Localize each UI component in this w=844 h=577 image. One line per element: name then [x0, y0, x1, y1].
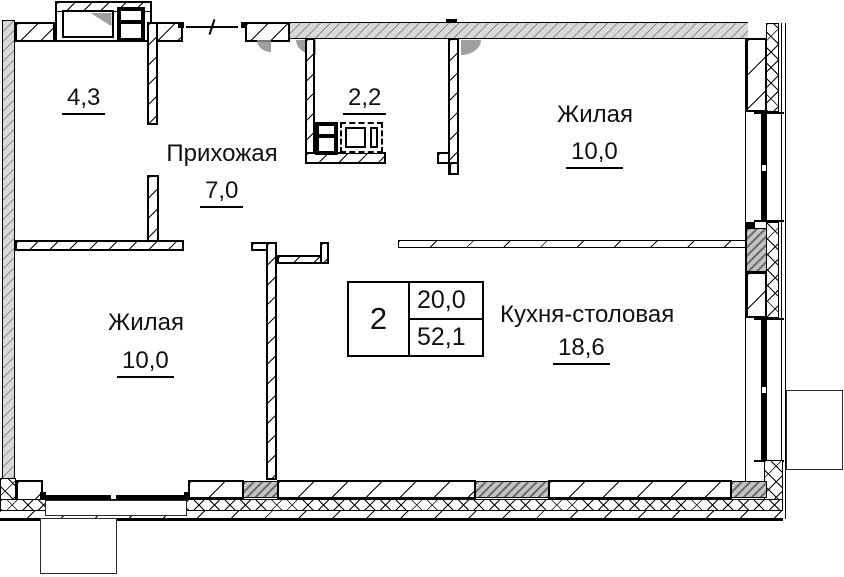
- wall-cap-a: [178, 22, 184, 28]
- wall-cap-b: [241, 22, 247, 28]
- wall-hall-living-notch: [449, 162, 459, 175]
- washing-machine-icon: [340, 122, 383, 153]
- window1-notch: [762, 165, 766, 171]
- spec-living-area: 20,0: [410, 283, 482, 320]
- wall-bottom-seg-c: [277, 480, 476, 499]
- wall-wc-left: [305, 38, 315, 164]
- kitchen-name-label: Кухня-столовая: [500, 301, 675, 328]
- wall-hall-pier: [147, 175, 159, 250]
- window1-sill-top: [754, 112, 784, 114]
- wc-sink-top: [319, 126, 334, 134]
- wall-bottom-seg-d: [475, 481, 549, 498]
- wc-area-label: 2,2: [343, 84, 387, 115]
- facade-line-right: [781, 23, 786, 519]
- window2-notch: [762, 387, 766, 393]
- hallway-name-label: Прихожая: [166, 140, 278, 167]
- pilaster-mid-cap-top: [746, 222, 755, 228]
- wc-sink-icon: [315, 122, 338, 155]
- wall-top-tick: [446, 19, 457, 23]
- pilaster-top-right: [746, 38, 767, 112]
- bathtub-slope: [90, 13, 112, 27]
- pilaster-mid-white: [746, 272, 767, 318]
- living-bottom-area-label: 10,0: [117, 347, 174, 378]
- wall-bottom-seg-f: [731, 481, 767, 498]
- wall-bottom-band-x: [0, 499, 783, 511]
- wall-bathroom-right: [147, 22, 158, 125]
- wall-right-inner-line: [745, 38, 747, 481]
- toilet-cistern: [121, 11, 141, 20]
- window1-sill-bottom: [754, 220, 784, 222]
- window2-sill-top: [754, 318, 784, 320]
- window-bottom-cap-right: [184, 492, 190, 501]
- wall-bottom-band-c: [0, 511, 783, 519]
- wall-right-xhatch-mid: [766, 222, 779, 318]
- wall-top-exterior: [290, 22, 748, 39]
- pilaster-mid-gray: [746, 228, 767, 272]
- hallway-area-label: 7,0: [200, 177, 244, 208]
- wall-bottom-seg-b: [243, 481, 278, 498]
- corner-wedge-3: [461, 40, 481, 55]
- window-bottom-notch: [111, 495, 116, 499]
- wall-top-pier: [245, 22, 290, 42]
- wall-top-stub-b: [152, 22, 183, 42]
- corner-wedge-1: [257, 40, 271, 52]
- kitchen-area-label: 18,6: [553, 334, 610, 365]
- living-bottom-name-label: Жилая: [108, 309, 184, 336]
- washer-body: [345, 127, 366, 148]
- toilet-icon: [117, 7, 145, 42]
- spec-total-area: 52,1: [417, 323, 466, 351]
- wall-right-xhatch-top: [766, 23, 779, 112]
- wall-mid-horizontal: [15, 240, 184, 251]
- balcony-right: [786, 390, 843, 470]
- wall-hall-living-foot: [437, 152, 450, 164]
- bathroom-area-label: 4,3: [62, 84, 106, 115]
- bathtub-icon: [62, 10, 114, 38]
- wc-sink-bottom: [319, 138, 334, 151]
- living-top-name-label: Жилая: [557, 101, 633, 128]
- wall-wc-bottom: [305, 152, 386, 164]
- balcony-threshold-left: [45, 500, 187, 516]
- shaft-endcap: [320, 242, 329, 264]
- toilet-bowl: [121, 24, 141, 38]
- washer-panel: [370, 127, 378, 148]
- wall-top-stub-a: [15, 22, 55, 42]
- spec-table: 2 20,0 52,1: [347, 281, 484, 357]
- wall-left-exterior: [2, 20, 15, 520]
- spec-room-count: 2: [349, 283, 410, 355]
- wall-living-kitchen-vertical: [266, 242, 277, 480]
- wall-bottom-seg-e: [548, 480, 732, 499]
- wall-bottom-outer-line: [0, 519, 783, 521]
- living-top-area-label: 10,0: [566, 138, 623, 169]
- wall-bottom-seg-a: [188, 480, 244, 499]
- balcony-left: [40, 518, 117, 574]
- wall-living-kitchen-divider: [398, 240, 746, 248]
